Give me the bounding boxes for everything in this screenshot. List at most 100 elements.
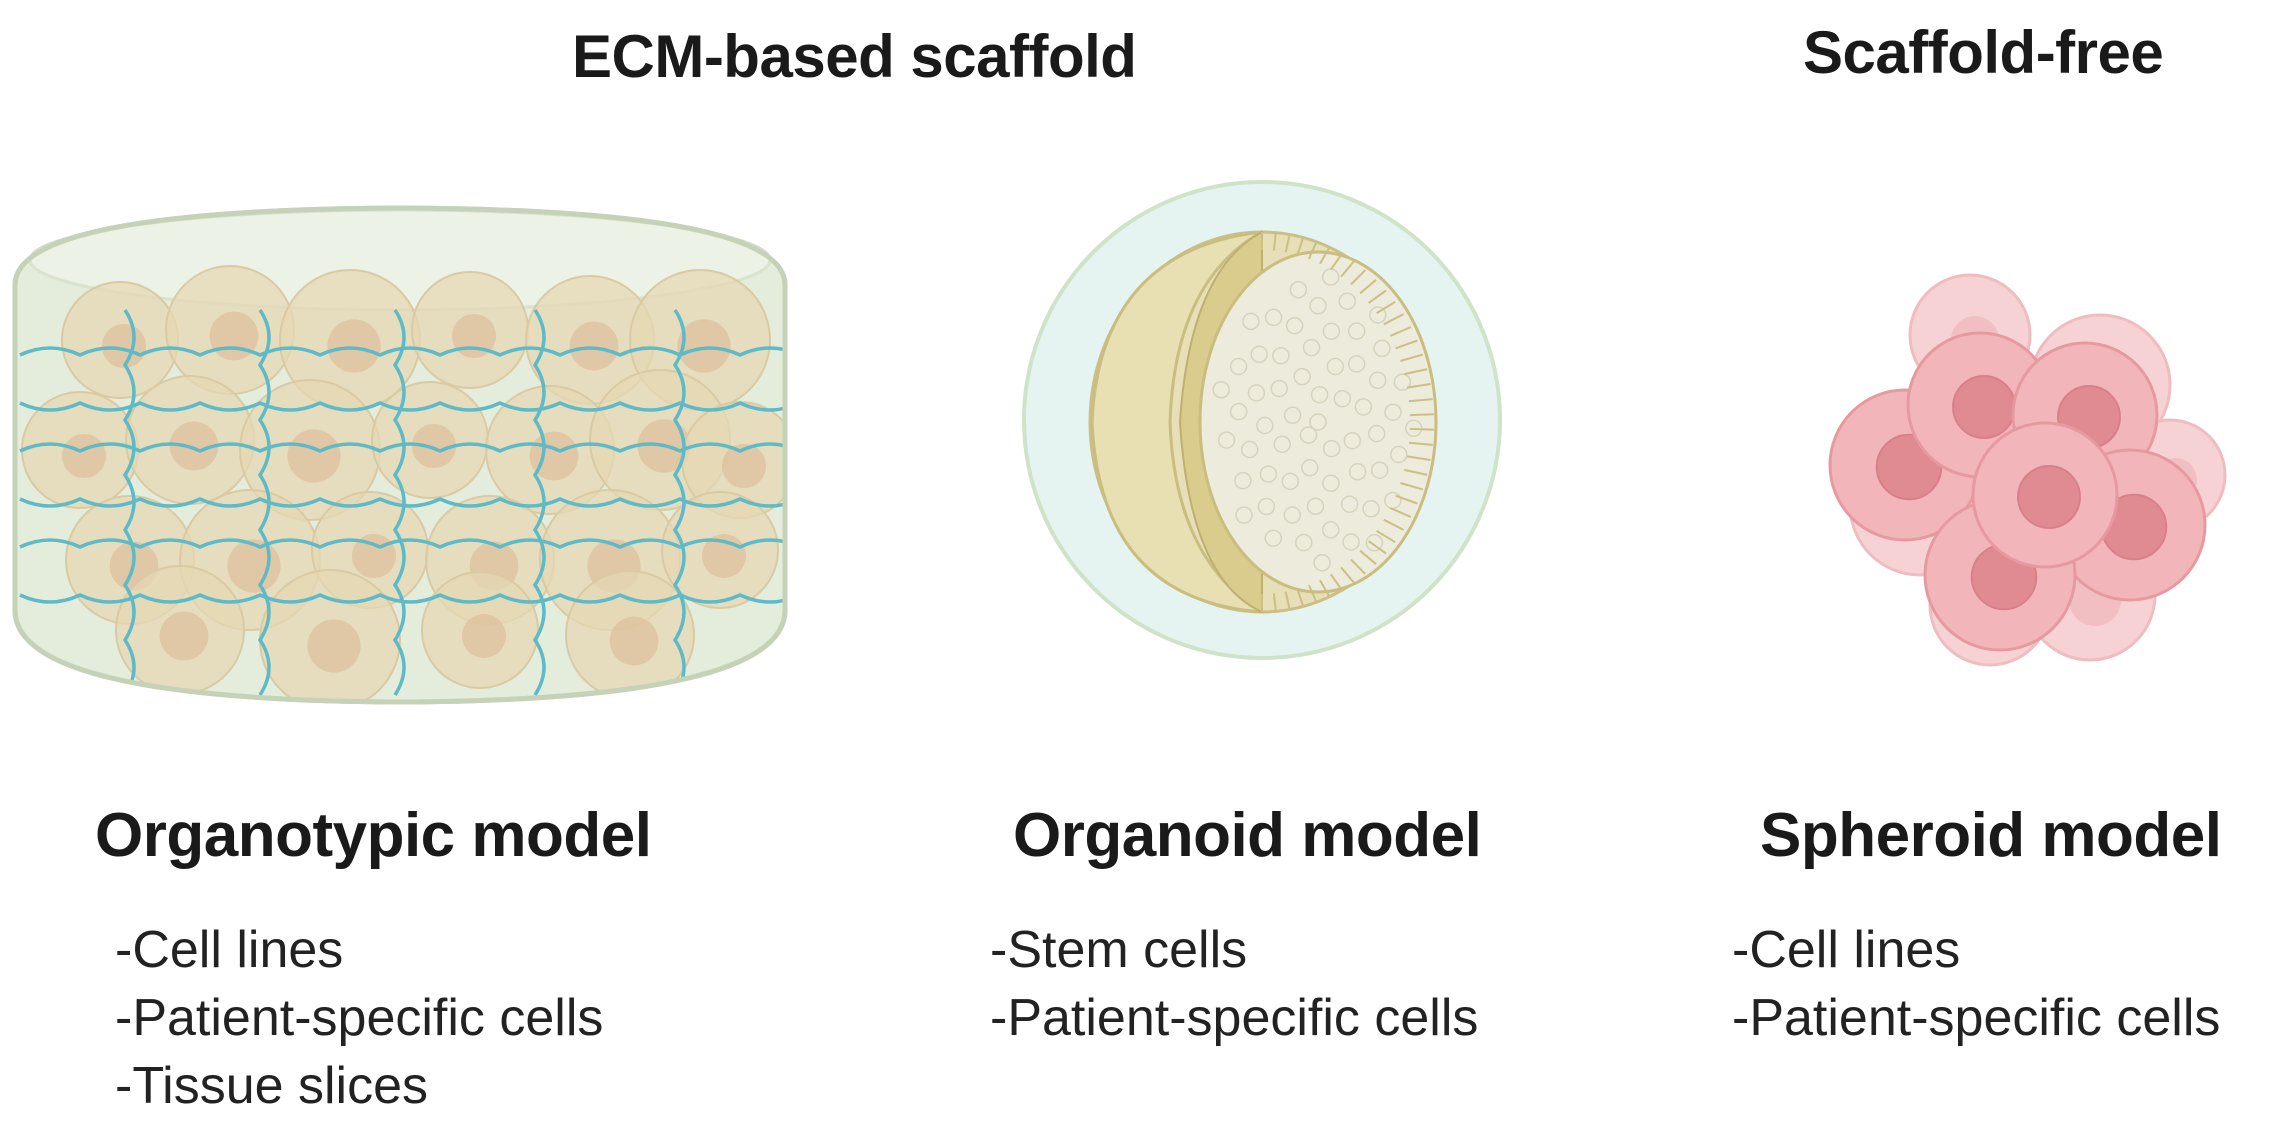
lumen-cell bbox=[1235, 506, 1253, 524]
lumen-cell bbox=[1264, 529, 1283, 547]
epithelial-cell-border bbox=[1359, 549, 1377, 565]
lumen-cell bbox=[1257, 497, 1276, 516]
lumen-cell bbox=[1283, 506, 1302, 524]
list-item: -Patient-specific cells bbox=[115, 989, 604, 1047]
lumen-cell bbox=[1293, 367, 1311, 386]
epithelial-cell-border bbox=[1296, 237, 1305, 256]
epithelial-cell-border bbox=[1368, 289, 1387, 304]
lumen-cell bbox=[1242, 312, 1260, 331]
cell-nucleus bbox=[159, 611, 209, 661]
epithelial-cell-border bbox=[1319, 579, 1331, 598]
fiber-horizontal bbox=[19, 346, 785, 357]
header-ecm-based-scaffold: ECM-based scaffold bbox=[572, 23, 1137, 90]
lumen-cell bbox=[1313, 554, 1331, 572]
lumen-cell bbox=[1309, 413, 1327, 431]
lumen-cell bbox=[1229, 402, 1248, 421]
fiber-vertical bbox=[532, 309, 546, 696]
lumen-cell bbox=[1365, 534, 1384, 552]
lumen-cell bbox=[1393, 373, 1412, 391]
lumen-cell bbox=[1306, 497, 1325, 516]
list-item: -Cell lines bbox=[115, 921, 344, 979]
epithelial-cell-border bbox=[1383, 313, 1405, 326]
fiber-horizontal bbox=[19, 442, 785, 453]
epithelial-cell-border bbox=[1403, 468, 1428, 476]
lumen-cell bbox=[1342, 533, 1360, 551]
epithelial-cell-border bbox=[1319, 246, 1331, 265]
lumen-cell bbox=[1369, 306, 1387, 324]
epithelial-cell-border bbox=[1340, 260, 1355, 278]
epithelial-cell-border bbox=[1408, 398, 1433, 403]
lumen-cell bbox=[1272, 346, 1290, 365]
fiber-vertical bbox=[392, 309, 406, 696]
lumen-cell bbox=[1234, 471, 1252, 490]
lumen-cell bbox=[1247, 384, 1266, 402]
lumen-cell bbox=[1217, 431, 1236, 449]
fiber-vertical bbox=[257, 309, 271, 696]
list-item: -Patient-specific cells bbox=[990, 989, 1479, 1047]
lumen-cell bbox=[1281, 472, 1300, 491]
cell-nucleus bbox=[569, 321, 619, 371]
fiber-horizontal bbox=[19, 401, 785, 412]
spheroid-nucleus bbox=[2017, 465, 2081, 529]
epithelial-cell-border bbox=[1359, 279, 1377, 295]
lumen-cell bbox=[1310, 385, 1329, 404]
epithelial-cell-border bbox=[1350, 269, 1367, 286]
lumen-cell bbox=[1301, 459, 1319, 477]
lumen-cell bbox=[1362, 500, 1380, 518]
lumen-cell bbox=[1322, 322, 1341, 341]
lumen-cell bbox=[1340, 495, 1359, 513]
lumen-cell bbox=[1333, 389, 1352, 408]
spheroid-source-list: -Cell lines -Patient-specific cells bbox=[1732, 916, 2220, 1052]
cell-nucleus bbox=[461, 613, 507, 659]
lumen-cell bbox=[1367, 424, 1386, 443]
epithelial-cell-border bbox=[1284, 234, 1291, 253]
lumen-cell bbox=[1302, 338, 1321, 357]
epithelial-cell-border bbox=[1307, 241, 1318, 260]
epithelial-cell-border bbox=[1340, 566, 1355, 584]
epithelial-cell-border bbox=[1400, 353, 1424, 362]
cell-nucleus bbox=[169, 421, 219, 471]
epithelial-cell-border bbox=[1403, 368, 1428, 376]
epithelial-cell-border bbox=[1376, 529, 1396, 544]
epithelial-cell-border bbox=[1406, 383, 1431, 389]
epithelial-cell-border bbox=[1409, 413, 1434, 417]
lumen-cell bbox=[1322, 439, 1341, 458]
cell-nucleus bbox=[609, 616, 659, 666]
lumen-cell bbox=[1322, 474, 1340, 493]
epithelial-cell-border bbox=[1368, 540, 1387, 555]
fiber-vertical bbox=[672, 309, 686, 696]
lumen-cell bbox=[1338, 292, 1357, 311]
epithelial-cell-border bbox=[1272, 593, 1277, 612]
cell-nucleus bbox=[307, 619, 361, 673]
list-item: -Patient-specific cells bbox=[1732, 989, 2221, 1047]
epithelial-cell-border bbox=[1406, 455, 1431, 461]
epithelial-cell-border bbox=[1409, 427, 1434, 431]
epithelial-cell-border bbox=[1383, 518, 1405, 531]
lumen-cell bbox=[1240, 440, 1259, 459]
organoid-cut-wall bbox=[1090, 230, 1263, 614]
fiber-horizontal bbox=[19, 497, 785, 508]
lumen-cell bbox=[1354, 398, 1373, 416]
epithelial-cell-border bbox=[1350, 558, 1367, 575]
lumen-cell bbox=[1295, 533, 1313, 552]
cell-nucleus bbox=[327, 319, 381, 373]
header-scaffold-free: Scaffold-free bbox=[1803, 19, 2164, 86]
lumen-cell bbox=[1390, 445, 1408, 464]
fiber-vertical bbox=[122, 309, 136, 696]
lumen-cell bbox=[1259, 465, 1278, 483]
organotypic-model-title: Organotypic model bbox=[95, 801, 652, 870]
epithelial-cell-border bbox=[1408, 441, 1433, 446]
lumen-cell bbox=[1270, 379, 1289, 398]
organoid-source-list: -Stem cells -Patient-specific cells bbox=[990, 916, 1478, 1052]
lumen-cell bbox=[1321, 521, 1340, 539]
lumen-cell bbox=[1256, 416, 1274, 435]
epithelial-cell-border bbox=[1400, 482, 1424, 491]
organoid-illustration bbox=[1022, 180, 1502, 660]
lumen-cell bbox=[1264, 308, 1283, 327]
epithelial-cell-border bbox=[1395, 339, 1418, 350]
lumen-cell bbox=[1273, 435, 1291, 453]
lumen-cell bbox=[1384, 403, 1402, 421]
spheroid-nucleus bbox=[1952, 375, 2016, 439]
list-item: -Tissue slices bbox=[115, 1057, 429, 1115]
lumen-cell bbox=[1368, 371, 1387, 390]
